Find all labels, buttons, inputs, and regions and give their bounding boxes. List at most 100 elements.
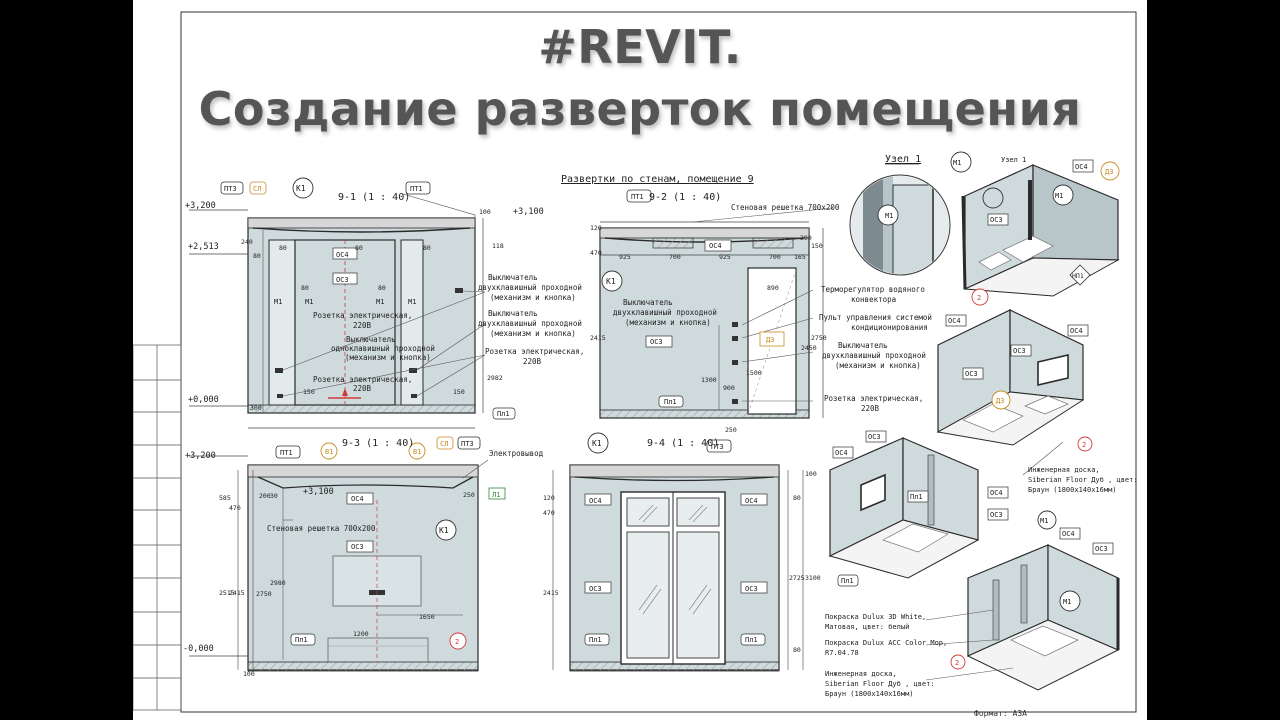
dim-2725: 2725 [789, 574, 805, 582]
note-floor-b: Siberian Floor Дуб , цвет: [1028, 476, 1138, 484]
tag-os3-iso2b: ОС3 [1013, 347, 1026, 355]
dim-100-4: 100 [805, 470, 817, 478]
iso-view-4 [925, 441, 1120, 691]
note-electro: Электровывод [489, 449, 544, 458]
dim-120-4: 120 [543, 494, 555, 502]
note-switch-92-c: (механизм и кнопка) [625, 318, 711, 327]
view-title-9-3: 9-3 (1 : 40) [342, 438, 414, 449]
note-floor-c: Браун (1800х140х16мм) [1028, 486, 1117, 494]
dim-1500: 1500 [746, 369, 762, 377]
note-socket-b: 220В [353, 321, 372, 330]
elevation-9-2 [599, 189, 834, 419]
tag-os4-4b: ОС4 [745, 497, 758, 505]
dim-165: 165 [794, 253, 806, 261]
dim-80-b: 80 [279, 244, 287, 252]
dim-470: 470 [590, 249, 602, 257]
tag-pl1-2: Пл1 [664, 398, 677, 406]
dim-900: 900 [723, 384, 735, 392]
headline-title: #REVIT. [538, 20, 742, 74]
tag-os3-4a: ОС3 [589, 585, 602, 593]
dim-30: 30 [270, 492, 278, 500]
note-switch-92-b2: двухклавишный проходной [822, 351, 926, 360]
tag-os4-4a: ОС4 [589, 497, 602, 505]
tag-os3: ОС3 [336, 276, 349, 284]
dim-120: 120 [590, 224, 602, 232]
node-1-detail [849, 163, 951, 276]
iso-view-3 [828, 430, 1009, 587]
elevation-9-4 [552, 432, 804, 672]
note-socket-a2: Розетка электрическая, [485, 347, 584, 356]
tag-m1-c: М1 [376, 298, 384, 306]
tag-m1-a: М1 [274, 298, 282, 306]
tag-os4: ОС4 [336, 251, 349, 259]
tag-os3-2: ОС3 [650, 338, 663, 346]
dim-925: 925 [619, 253, 631, 261]
tag-m1-b: М1 [305, 298, 313, 306]
drawing-labels: Развертки по стенам, помещение 9 Узел 1 … [183, 154, 1138, 698]
left-stub [133, 344, 182, 711]
note-paint2-a: Покраска Dulux ACC Color Mop, [825, 639, 947, 647]
dim-1200: 1200 [353, 630, 369, 638]
note-switch-92-c2: (механизм и кнопка) [835, 361, 921, 370]
dim-80-d: 80 [423, 244, 431, 252]
note-switch1-c: (механизм и кнопка) [345, 353, 431, 362]
dim-250: 250 [725, 426, 737, 434]
tag-k1: К1 [296, 184, 306, 193]
dim-3100: 3100 [805, 574, 821, 582]
tag-2-3: 2 [455, 638, 459, 646]
dim-2980: 2980 [270, 579, 286, 587]
tag-l1: Л1 [492, 491, 500, 499]
dim-2415-3: 2415 [229, 589, 245, 597]
dim-925-b: 925 [719, 253, 731, 261]
tag-d3: Д3 [766, 336, 774, 344]
tag-pl1-4a: Пл1 [589, 636, 602, 644]
dim-240: 240 [241, 238, 253, 246]
dim-80-4b: 80 [793, 646, 801, 654]
level-3200: +3,200 [185, 201, 216, 211]
tag-k1-2: К1 [606, 277, 616, 286]
dim-1650: 1650 [419, 613, 435, 621]
dim-2415: 2415 [590, 334, 606, 342]
note-socket-b3: 220В [353, 384, 372, 393]
dim-80-e: 80 [301, 284, 309, 292]
dim-300: 300 [250, 404, 262, 412]
note-switch2-c: (механизм и кнопка) [490, 293, 576, 302]
tag-sl-3: СЛ [440, 440, 448, 448]
note-paint1-b: Матовая, цвет: белый [825, 623, 909, 631]
note-switch-92-a2: Выключатель [838, 341, 888, 350]
dim-200-92: 200 [800, 234, 812, 242]
tag-os3-3: ОС3 [351, 543, 364, 551]
tag-pl1-4b: Пл1 [745, 636, 758, 644]
tag-pt1-3: ПТ1 [280, 449, 293, 457]
tag-m1-node: М1 [885, 212, 893, 220]
dim-80-c: 80 [355, 244, 363, 252]
note-paint2-b: R7.04.78 [825, 649, 859, 657]
tag-os3-4b: ОС3 [745, 585, 758, 593]
view-title-9-1: 9-1 (1 : 40) [338, 192, 410, 203]
level-m0000: -0,000 [183, 644, 214, 654]
iso-view-1 [950, 151, 1120, 306]
tag-pt1-2: ПТ1 [631, 193, 644, 201]
tag-os4-iso4: ОС4 [1062, 530, 1075, 538]
tag-pl1-3: Пл1 [295, 636, 308, 644]
level-3100-b: +3,100 [303, 487, 334, 497]
dim-1300: 1300 [701, 376, 717, 384]
tag-m1-iso4b: М1 [1063, 598, 1071, 606]
tag-pt3-3: ПТ3 [461, 440, 474, 448]
note-floor-a2: Инженерная доска, [825, 670, 897, 678]
note-ac-b: кондиционирования [851, 323, 928, 332]
note-switch1-b: одноклавишный проходной [331, 344, 435, 353]
note-grille: Стеновая решетка 700х200 [731, 203, 840, 212]
tag-d3-iso1: Д3 [1105, 168, 1113, 176]
tag-2-iso1: 2 [977, 294, 981, 302]
level-3100: +3,100 [513, 207, 544, 217]
tag-os4-2: ОС4 [709, 242, 722, 250]
dim-100-3: 100 [243, 670, 255, 678]
view-title-9-2: 9-2 (1 : 40) [649, 192, 721, 203]
drawing-sheet: #REVIT. Создание разверток помещения Фор… [133, 0, 1147, 720]
dim-2415-4: 2415 [543, 589, 559, 597]
dim-80-4: 80 [793, 494, 801, 502]
tag-pt1: ПТ1 [410, 185, 423, 193]
tag-os4-iso2b: ОС4 [1070, 327, 1083, 335]
tag-pl1-iso3: Пл1 [910, 493, 923, 501]
